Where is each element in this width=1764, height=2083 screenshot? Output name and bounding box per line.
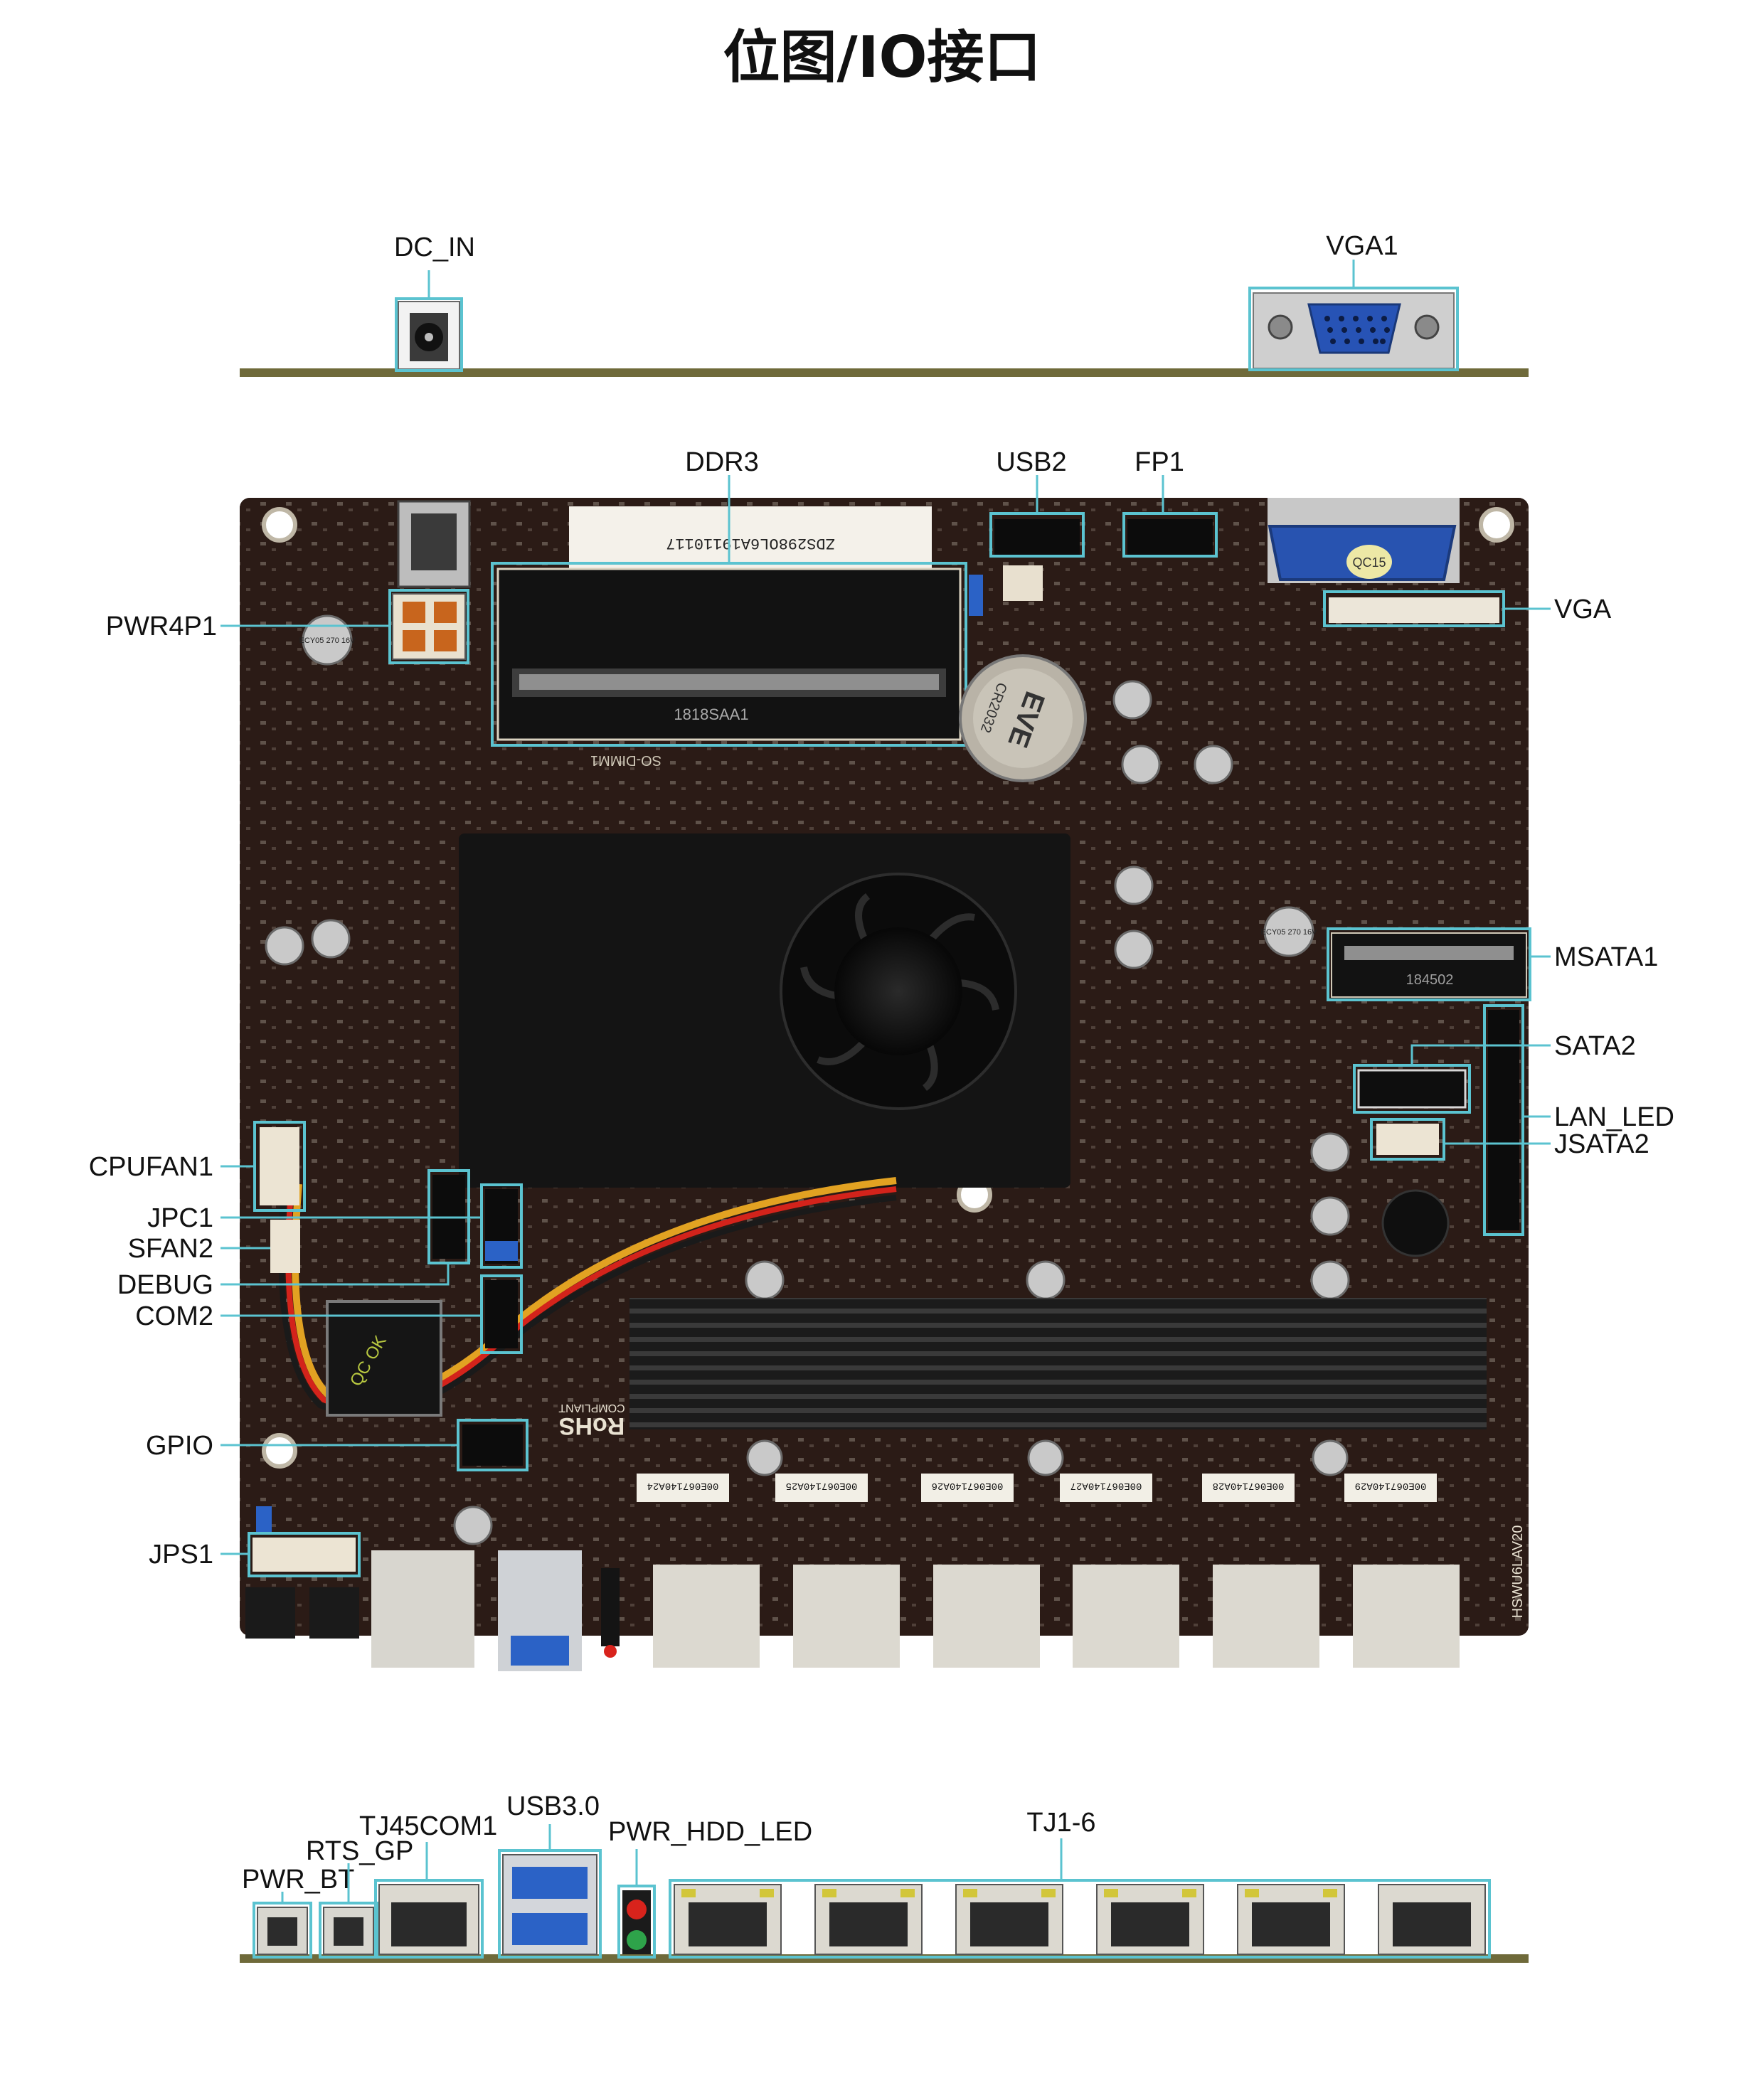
label-pwr4p1: PWR4P1 [106, 612, 217, 641]
cap-label-2: ECY05 270 16V [1261, 928, 1318, 937]
lan-tag-6: 00E067140A29 [1355, 1480, 1427, 1491]
pwr4p1-connector [392, 593, 466, 660]
label-tj1-6: TJ1-6 [1026, 1808, 1095, 1838]
rohs-mark: RoHS [559, 1412, 625, 1439]
label-cpufan1: CPUFAN1 [89, 1152, 213, 1182]
label-gpio: GPIO [146, 1431, 213, 1461]
label-usb2: USB2 [996, 447, 1066, 477]
jsata2-highlight [1370, 1118, 1445, 1161]
lan-tag-3: 00E067140A26 [932, 1480, 1004, 1491]
label-tj45com1: TJ45COM1 [359, 1811, 497, 1841]
gpio-header [462, 1424, 523, 1466]
pwr-bt-button [257, 1907, 308, 1955]
dimm-silk-2: ZDS298OL6A19110117 [666, 534, 835, 552]
tj1-6-highlight [669, 1879, 1491, 1959]
label-sata2: SATA2 [1554, 1031, 1636, 1061]
buzzer [1381, 1189, 1450, 1257]
label-vga: VGA [1554, 595, 1612, 624]
fp1-header [1127, 519, 1213, 555]
page-title: 位图/IO接口 [723, 24, 1041, 90]
label-lan-led: LAN_LED [1554, 1102, 1674, 1132]
rohs-sub: COMPLIANT [558, 1402, 625, 1414]
vga-connector-top [1253, 292, 1455, 369]
label-msata1: MSATA1 [1554, 942, 1658, 972]
vga-header [1329, 597, 1499, 623]
top-edge-view: DC_IN VGA1 [240, 231, 1529, 377]
label-jps1: JPS1 [149, 1540, 213, 1570]
jpwr-jumper [969, 575, 983, 616]
jps1-jumper [256, 1506, 272, 1532]
ddr3-slot: ZA-298OL6 VER:1.00 ZDS298OL6A19110117 18… [496, 506, 962, 768]
label-vga1: VGA1 [1326, 231, 1398, 261]
rj45-ports [674, 1884, 1486, 1955]
label-dc-in: DC_IN [394, 233, 475, 262]
lan-tag-5: 00E067140A28 [1213, 1480, 1285, 1491]
jpc1-highlight [480, 1183, 523, 1269]
label-pwr-bt: PWR_BT [242, 1865, 354, 1895]
board-rear-io [245, 1550, 1460, 1671]
super-io-chip [326, 1300, 442, 1417]
label-sfan2: SFAN2 [128, 1234, 213, 1264]
vga-board-connector: QC15 [1268, 498, 1460, 583]
label-rts-gp: RTS_GP [306, 1836, 413, 1866]
jps1-connector [253, 1538, 356, 1572]
hdd-led [627, 1930, 647, 1950]
label-com2: COM2 [135, 1301, 213, 1331]
label-pwr-hdd-led: PWR_HDD_LED [608, 1817, 812, 1847]
cmos-battery: EVE CR2032 [959, 654, 1087, 782]
lan-tag-2: 00E067140A25 [786, 1480, 858, 1491]
fp1-highlight [1122, 512, 1218, 558]
motherboard: ECY05 270 16V ECY05 270 16V ZA-298OL6 VE… [89, 447, 1674, 1671]
front-io-view: PWR_BT RTS_GP TJ45COM1 USB3.0 PWR_HDD_LE… [240, 1791, 1529, 1963]
lan-led-highlight [1483, 1004, 1524, 1236]
label-usb30: USB3.0 [506, 1791, 600, 1821]
label-ddr3: DDR3 [685, 447, 758, 477]
bat-connector [1003, 565, 1043, 601]
top-pcb-edge [240, 368, 1529, 377]
sodimm-label: SO-DIMM1 [590, 752, 662, 768]
dimm-slot-code: 1818SAA1 [674, 705, 748, 723]
msata-slot: 184502 [1331, 932, 1527, 998]
label-jsata2: JSATA2 [1554, 1129, 1649, 1159]
board-model: HSWU6LAV20 [1510, 1525, 1526, 1619]
tj45com1-highlight [374, 1879, 484, 1959]
usb2-header [994, 519, 1080, 555]
sata2-connector [1357, 1069, 1467, 1109]
lan-heatsink [629, 1298, 1487, 1429]
lan-tag-1: 00E067140A24 [647, 1480, 719, 1491]
com2-highlight [480, 1274, 523, 1354]
lan-tag-4: 00E067140A27 [1070, 1480, 1142, 1491]
cpufan1-connector [260, 1127, 299, 1205]
label-fp1: FP1 [1135, 447, 1184, 477]
label-jpc1: JPC1 [147, 1203, 213, 1233]
pwr-led [627, 1900, 647, 1919]
msata1-highlight [1327, 927, 1531, 1001]
cap-label-1: ECY05 270 16V [299, 636, 356, 645]
vga-tag: QC15 [1352, 555, 1386, 570]
msata-chip-code: 184502 [1406, 972, 1454, 988]
dc-jack [398, 301, 460, 370]
com2-header [485, 1280, 518, 1348]
cpu-heatsink [459, 833, 1070, 1188]
sfan2-connector [270, 1220, 300, 1273]
lan-tags: 00E067140A24 00E067140A25 00E067140A26 0… [637, 1474, 1437, 1502]
lan-led-header [1488, 1010, 1519, 1230]
label-debug: DEBUG [117, 1270, 213, 1300]
capacitors [265, 614, 1350, 1545]
jsata2-connector [1376, 1124, 1439, 1155]
